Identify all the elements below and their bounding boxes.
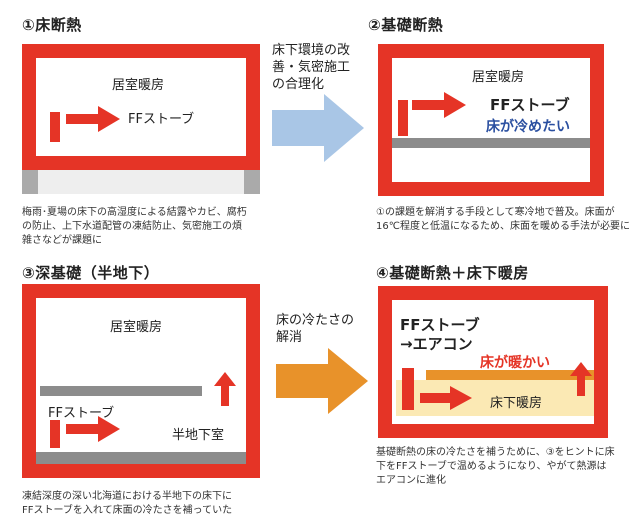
panel4-floor-label: 床が暖かい — [480, 355, 550, 371]
panel1-stove-label: FFストーブ — [128, 112, 195, 127]
panel2-room-label: 居室暖房 — [472, 70, 525, 85]
panel2-house-frame — [378, 44, 604, 196]
panel3-basement-label: 半地下室 — [172, 428, 225, 443]
panel1-room-label: 居室暖房 — [112, 78, 165, 93]
transition1-arrow-icon — [272, 94, 364, 162]
panel3-floor — [40, 386, 202, 396]
panel3-basement-floor — [36, 452, 246, 464]
panel1-arrow-icon — [66, 106, 120, 132]
panel1-house-frame — [22, 44, 260, 170]
panel3-up-arrow-icon — [214, 372, 236, 406]
panel2-floor — [392, 138, 590, 148]
panel1-title: ①床断熱 — [22, 16, 82, 34]
transition1-label: 床下環境の改 善・気密施工 の合理化 — [272, 43, 351, 92]
panel1-crawlspace — [38, 170, 244, 194]
panel3-room-label: 居室暖房 — [110, 320, 163, 335]
panel4-stove — [402, 368, 414, 410]
panel4-floor-heated — [426, 370, 594, 380]
panel2-arrow-icon — [412, 92, 466, 118]
transition2-label: 床の冷たさの 解消 — [276, 313, 355, 345]
transition2-arrow-icon — [276, 348, 368, 414]
panel4-underfloor-label: 床下暖房 — [490, 396, 543, 411]
panel1-note: 梅雨･夏場の床下の高湿度による結露やカビ、腐朽 の防止、上下水道配管の凍結防止、… — [22, 207, 247, 246]
panel1-ground-left — [22, 170, 38, 194]
panel4-note: 基礎断熱の床の冷たさを補うために、③をヒントに床 下をFFストーブで温めるように… — [376, 447, 615, 486]
panel4-arrow-icon — [420, 386, 472, 410]
panel3-note: 凍結深度の深い北海道における半地下の床下に FFストーブを入れて床面の冷たさを補… — [22, 491, 233, 516]
panel2-floor-label: 床が冷めたい — [486, 119, 570, 135]
panel3-stove — [50, 420, 60, 448]
panel2-title: ②基礎断熱 — [368, 16, 444, 34]
panel3-title: ③深基礎（半地下） — [22, 264, 160, 282]
panel2-stove — [398, 100, 408, 136]
panel1-stove — [50, 112, 60, 142]
panel4-up-arrow-icon — [570, 362, 592, 396]
panel1-ground-right — [244, 170, 260, 194]
panel2-stove-label: FFストーブ — [490, 96, 570, 114]
panel2-note: ①の課題を解消する手段として寒冷地で普及。床面が 16℃程度と低温になるため、床… — [376, 207, 630, 232]
panel4-title: ④基礎断熱＋床下暖房 — [376, 264, 529, 282]
panel3-arrow-icon — [66, 416, 120, 442]
panel4-stove-label: FFストーブ →エアコン — [400, 316, 480, 353]
panel3-stove-label: FFストーブ — [48, 406, 115, 421]
